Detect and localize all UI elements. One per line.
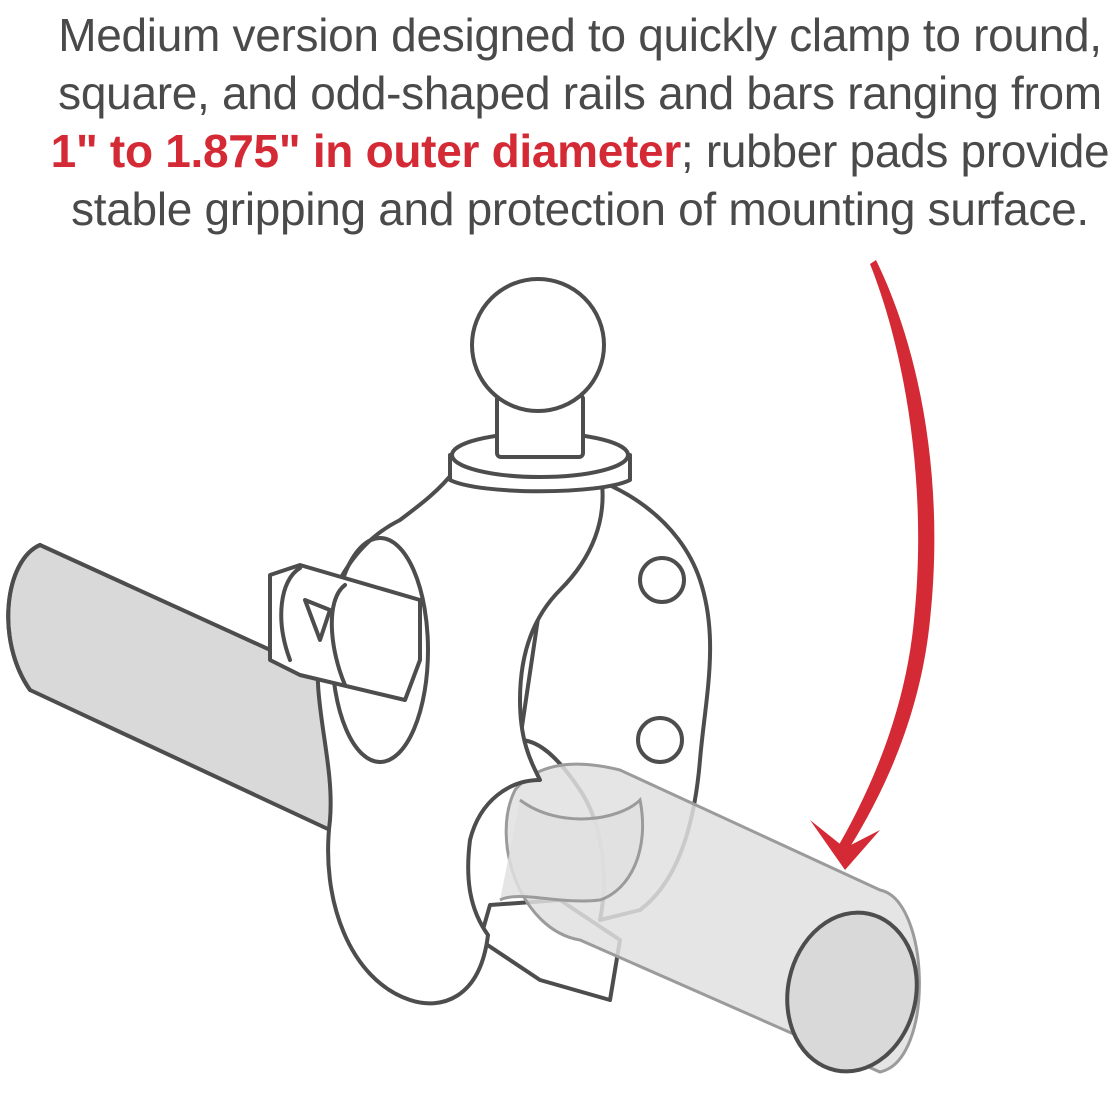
diameter-range-highlight: 1" to 1.875" in outer diameter xyxy=(50,125,682,177)
rod-end-cap xyxy=(785,910,919,1074)
tightening-knob xyxy=(268,563,422,702)
pointer-arrow xyxy=(810,260,935,870)
rod-left-section xyxy=(6,543,382,832)
product-description: Medium version designed to quickly clamp… xyxy=(0,6,1112,238)
description-line-3-rest: ; rubber pads provide xyxy=(680,125,1110,177)
pivot-bolt-upper xyxy=(638,556,686,604)
mounting-ball xyxy=(448,277,632,494)
pivot-bolt-lower xyxy=(636,716,684,764)
description-line-2: square, and odd-shaped rails and bars ra… xyxy=(58,67,1102,119)
description-line-1: Medium version designed to quickly clamp… xyxy=(58,9,1102,61)
rod-right-section xyxy=(499,762,921,1074)
ball-head xyxy=(470,277,606,413)
description-line-3: 1" to 1.875" in outer diameter; rubber p… xyxy=(0,122,1112,180)
description-line-4: stable gripping and protection of mounti… xyxy=(71,183,1089,235)
